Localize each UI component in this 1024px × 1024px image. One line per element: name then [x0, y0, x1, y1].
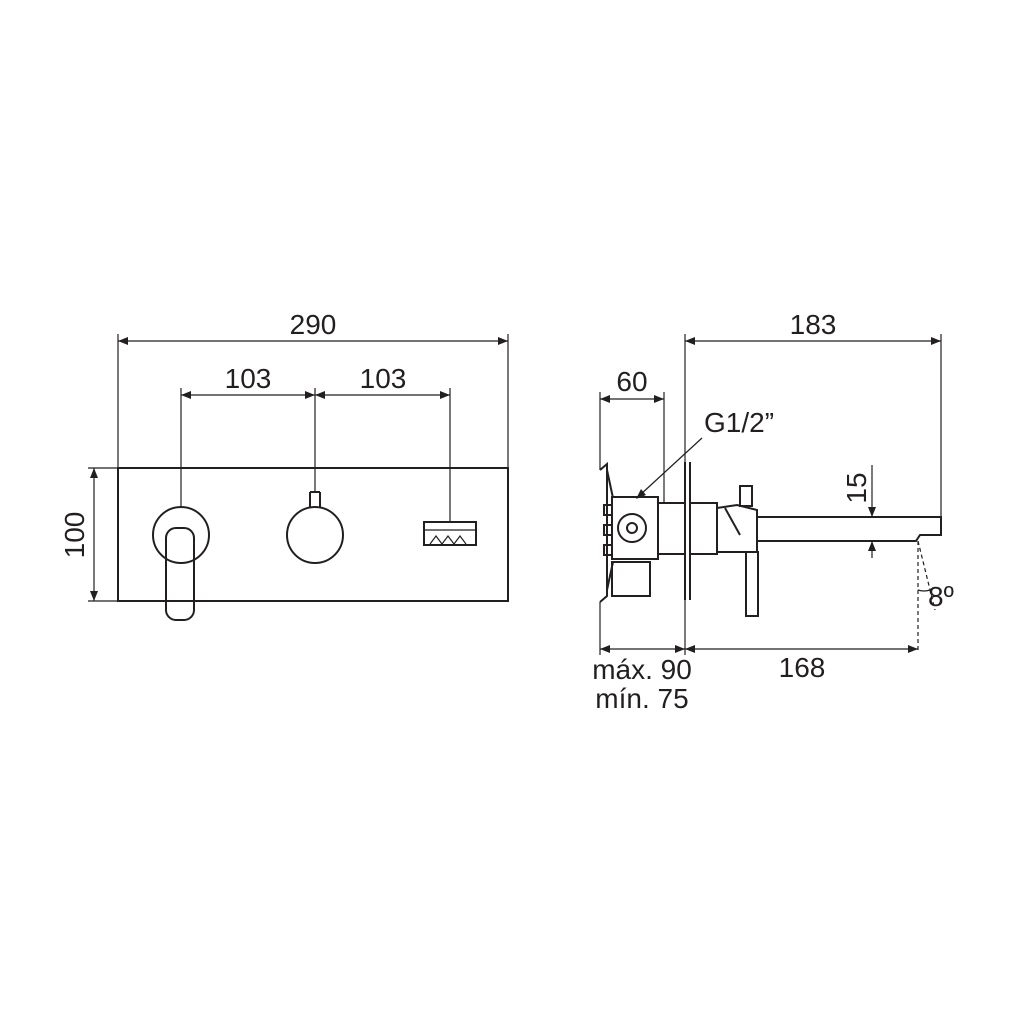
spout-outlet [423, 521, 477, 546]
dim-width-total-label: 290 [290, 309, 337, 340]
dim-body-depth: 60 [599, 366, 665, 503]
dim-height: 100 [59, 467, 118, 602]
dim-depth-max-label: máx. 90 [592, 654, 692, 685]
dim-install-depth: máx. 90 mín. 75 [592, 600, 692, 714]
wall-plate [117, 467, 509, 602]
front-view: 290 103 103 100 [59, 309, 509, 621]
dim-spout-angle-label: 8º [928, 581, 954, 612]
side-view: 8º 183 60 G1/2” [592, 309, 954, 714]
dim-spacing-left-label: 103 [225, 363, 272, 394]
dim-spout-height: 15 [841, 465, 876, 558]
dim-spacing-left: 103 [180, 363, 316, 507]
dim-spout-reach: 168 [685, 645, 918, 683]
dim-height-label: 100 [59, 512, 90, 559]
diverter-knob [286, 491, 344, 564]
dim-width-total: 290 [117, 309, 509, 468]
dim-spout-reach-label: 168 [779, 652, 826, 683]
dim-spacing-right-label: 103 [360, 363, 407, 394]
inlet-port [617, 513, 647, 543]
thread-callout: G1/2” [636, 407, 774, 499]
dim-projection-total-label: 183 [790, 309, 837, 340]
dim-body-depth-label: 60 [616, 366, 647, 397]
plaster-guard [599, 461, 608, 603]
mixer-lever [152, 506, 210, 621]
thread-callout-label: G1/2” [704, 407, 774, 438]
dim-projection-total: 183 [684, 309, 942, 517]
spout [757, 516, 942, 542]
dim-spout-height-label: 15 [841, 472, 872, 503]
dim-spacing-right: 103 [315, 363, 451, 522]
lever-handle [716, 503, 758, 553]
dim-depth-min-label: mín. 75 [595, 683, 688, 714]
